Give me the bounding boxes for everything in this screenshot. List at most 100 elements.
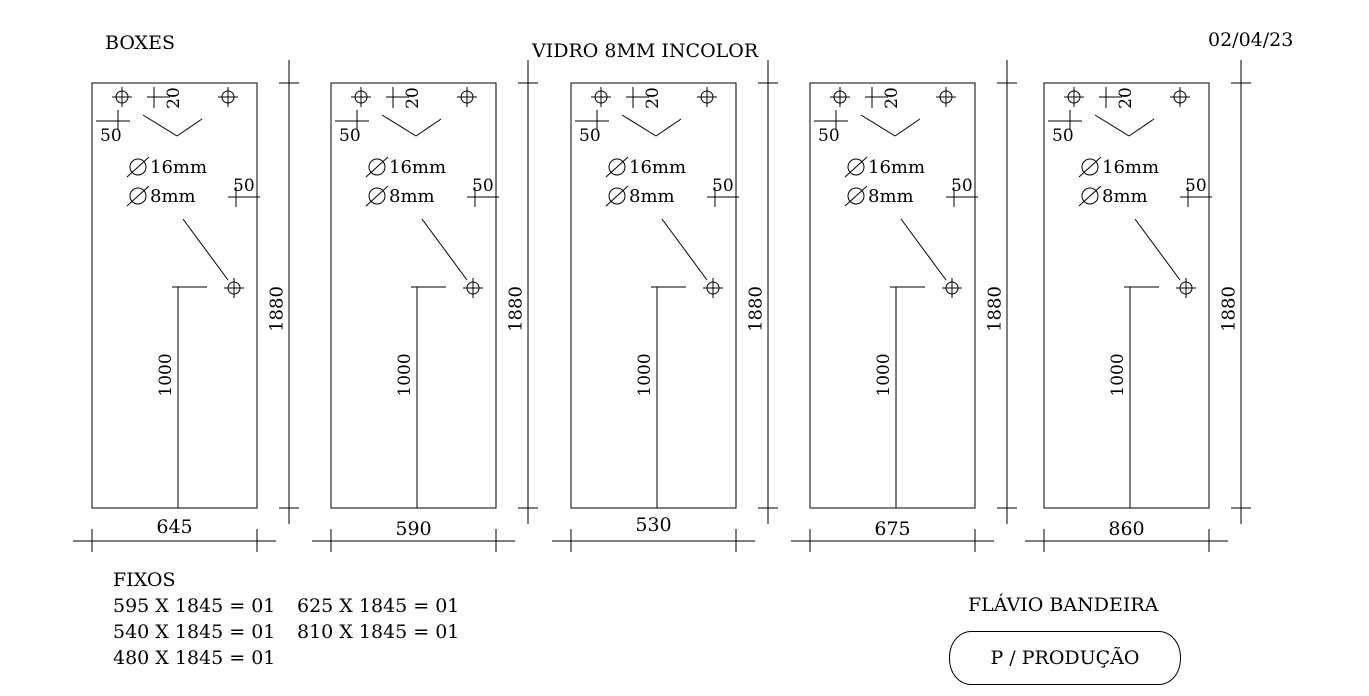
leader-line <box>415 118 442 137</box>
hole-large-label: 16mm <box>868 157 925 178</box>
hole-large-label: 16mm <box>150 157 207 178</box>
side-offset-label: 50 <box>100 126 122 146</box>
leader-line <box>621 114 657 137</box>
panel-outline <box>570 82 737 509</box>
diameter-slash <box>844 185 868 207</box>
height-label: 1880 <box>985 286 1006 332</box>
side-offset-label: 50 <box>579 126 601 146</box>
fixos-item: 810 X 1845 = 01 <box>297 621 460 643</box>
leader-line <box>182 218 229 281</box>
width-label: 860 <box>1108 518 1144 540</box>
glass-panel-4: 20 50 16mm 8mm 50 1000 1880 675 <box>791 60 1017 552</box>
leader-line <box>421 218 468 281</box>
diameter-circle <box>1081 158 1099 176</box>
production-badge-label: P / PRODUÇÃO <box>990 647 1140 669</box>
hole-small-label: 8mm <box>1102 186 1148 207</box>
leader-line <box>860 114 896 137</box>
handle-height-label: 1000 <box>635 353 655 396</box>
width-label: 590 <box>395 518 431 540</box>
height-label: 1880 <box>267 286 288 332</box>
leader-line <box>1128 118 1155 137</box>
handle-height-label: 1000 <box>395 353 415 396</box>
leader-line <box>142 114 178 137</box>
leader-line <box>655 118 682 137</box>
width-label: 675 <box>874 518 910 540</box>
width-label: 645 <box>156 516 192 538</box>
hole-large-label: 16mm <box>1102 157 1159 178</box>
hole-small-label: 8mm <box>868 186 914 207</box>
diameter-circle <box>847 187 865 205</box>
glass-panel-5: 20 50 16mm 8mm 50 1000 1880 860 <box>1025 60 1251 552</box>
panel-outline <box>1043 82 1210 509</box>
diameter-circle <box>608 158 626 176</box>
fixos-item: 625 X 1845 = 01 <box>297 595 460 617</box>
top-offset-label: 20 <box>403 87 423 109</box>
diameter-slash <box>126 185 150 207</box>
page-title-boxes: BOXES <box>105 32 175 54</box>
production-badge: P / PRODUÇÃO <box>949 631 1181 685</box>
leader-line <box>1094 114 1130 137</box>
fixos-item: 540 X 1845 = 01 <box>113 621 276 643</box>
diameter-slash <box>844 156 868 178</box>
diameter-icon <box>844 156 868 178</box>
width-label: 530 <box>635 514 671 536</box>
height-label: 1880 <box>746 286 767 332</box>
leader-line <box>661 218 708 281</box>
top-offset-label: 20 <box>164 87 184 109</box>
handle-height-label: 1000 <box>874 353 894 396</box>
diameter-slash <box>605 156 629 178</box>
diameter-slash <box>605 185 629 207</box>
diameter-icon <box>126 156 150 178</box>
side-offset-label: 50 <box>818 126 840 146</box>
handle-height-label: 1000 <box>156 353 176 396</box>
side-offset-label: 50 <box>339 126 361 146</box>
fixos-title: FIXOS <box>113 569 176 591</box>
diameter-circle <box>1081 187 1099 205</box>
height-label: 1880 <box>1219 286 1240 332</box>
top-offset-label: 20 <box>643 87 663 109</box>
diameter-circle <box>368 187 386 205</box>
hole-small-label: 8mm <box>150 186 196 207</box>
diameter-slash <box>126 156 150 178</box>
panel-outline <box>809 82 976 509</box>
hole-large-label: 16mm <box>629 157 686 178</box>
page-title-glass: VIDRO 8MM INCOLOR <box>532 40 759 62</box>
fixos-item: 480 X 1845 = 01 <box>113 647 276 669</box>
right-offset-label: 50 <box>1185 176 1207 196</box>
diameter-circle <box>608 187 626 205</box>
side-offset-label: 50 <box>1052 126 1074 146</box>
diameter-slash <box>1078 185 1102 207</box>
height-label: 1880 <box>506 286 527 332</box>
drawing-date: 02/04/23 <box>1208 29 1294 51</box>
diameter-icon <box>1078 156 1102 178</box>
hole-small-label: 8mm <box>629 186 675 207</box>
author-name: FLÁVIO BANDEIRA <box>968 594 1159 616</box>
diameter-circle <box>368 158 386 176</box>
hole-large-label: 16mm <box>389 157 446 178</box>
diameter-slash <box>365 156 389 178</box>
leader-line <box>894 118 921 137</box>
hole-small-label: 8mm <box>389 186 435 207</box>
diameter-circle <box>847 158 865 176</box>
diameter-icon <box>844 185 868 207</box>
diameter-circle <box>129 187 147 205</box>
diameter-icon <box>365 156 389 178</box>
leader-line <box>176 118 203 137</box>
handle-height-label: 1000 <box>1108 353 1128 396</box>
top-offset-label: 20 <box>882 87 902 109</box>
diameter-slash <box>365 185 389 207</box>
diameter-icon <box>605 156 629 178</box>
right-offset-label: 50 <box>951 176 973 196</box>
leader-line <box>1134 218 1181 281</box>
diameter-icon <box>365 185 389 207</box>
top-offset-label: 20 <box>1116 87 1136 109</box>
panel-outline <box>330 82 497 509</box>
fixos-item: 595 X 1845 = 01 <box>113 595 276 617</box>
panel-outline <box>91 82 258 509</box>
leader-line <box>381 114 417 137</box>
diameter-circle <box>129 158 147 176</box>
